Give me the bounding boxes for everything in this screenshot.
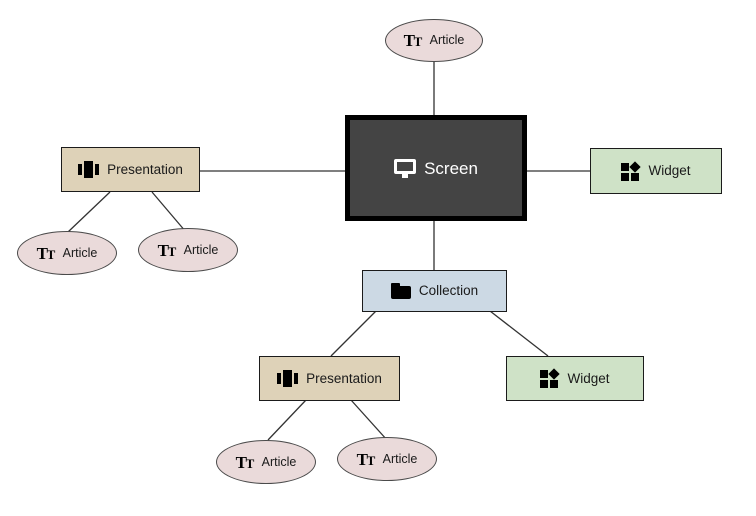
presentation-icon	[78, 161, 100, 178]
node-label: Article	[261, 454, 297, 469]
node-label: Collection	[418, 283, 479, 299]
node-label: Presentation	[107, 161, 183, 177]
node-label: Article	[62, 245, 98, 260]
node-widget-bottom[interactable]: Widget	[506, 356, 644, 401]
node-presentation-bottom[interactable]: Presentation	[259, 356, 400, 401]
monitor-icon	[394, 158, 417, 178]
widget-icon	[621, 160, 642, 181]
edge-presentation-bottom-to-article-1	[267, 399, 307, 441]
node-label: Widget	[567, 370, 610, 386]
node-label: Article	[382, 451, 418, 466]
node-screen-center[interactable]: Screen	[345, 115, 527, 221]
edge-presentation-left-to-article-2	[151, 191, 187, 233]
node-label: Presentation	[306, 370, 382, 386]
edge-presentation-bottom-to-article-2	[350, 399, 388, 441]
node-presentation-left[interactable]: Presentation	[61, 147, 200, 192]
node-label: Widget	[648, 163, 691, 179]
node-label: Article	[183, 242, 219, 257]
node-widget-right[interactable]: Widget	[590, 148, 722, 194]
node-label: Screen	[424, 158, 478, 178]
edge-collection-to-widget-bottom	[489, 310, 549, 357]
widget-icon	[540, 368, 561, 388]
edge-collection-to-presentation-bottom	[330, 310, 377, 357]
folder-icon	[390, 283, 411, 299]
presentation-icon	[277, 370, 299, 387]
edge-presentation-left-to-article-1	[67, 191, 111, 233]
node-collection-center[interactable]: Collection	[362, 270, 507, 312]
node-label: Article	[429, 33, 465, 48]
